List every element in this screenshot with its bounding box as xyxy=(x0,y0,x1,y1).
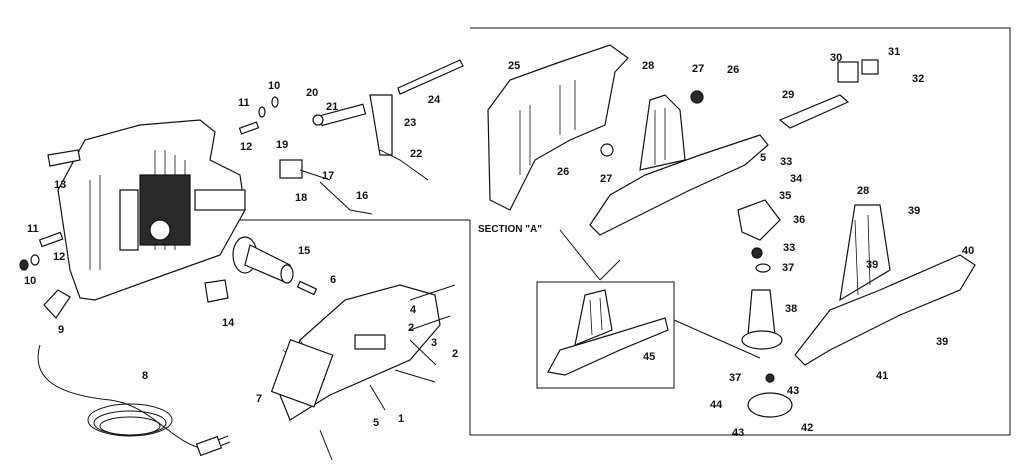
handle-screws xyxy=(319,284,456,461)
callout-39: 39 xyxy=(908,205,920,217)
callout-21: 21 xyxy=(326,101,338,113)
callout-19: 19 xyxy=(276,139,288,151)
callout-37: 37 xyxy=(782,262,794,274)
callout-3: 3 xyxy=(431,337,437,349)
inset-45 xyxy=(536,281,675,389)
handle-half xyxy=(270,284,441,421)
callout-37: 37 xyxy=(729,372,741,384)
callout-15: 15 xyxy=(298,245,310,257)
callout-16: 16 xyxy=(356,190,368,202)
callout-8: 8 xyxy=(142,370,148,382)
strain-relief xyxy=(43,289,71,319)
callout-20: 20 xyxy=(306,87,318,99)
callout-2: 2 xyxy=(452,348,458,360)
callout-2: 2 xyxy=(408,322,414,334)
callout-38: 38 xyxy=(785,303,797,315)
bracket-36 xyxy=(737,199,781,273)
callout-43: 43 xyxy=(787,385,799,397)
callout-26: 26 xyxy=(557,166,569,178)
housing-half-25 xyxy=(487,44,629,211)
callout-41: 41 xyxy=(876,370,888,382)
switch-bracket-assembly xyxy=(279,59,464,215)
small-parts-27 xyxy=(600,90,704,157)
callout-17: 17 xyxy=(322,170,334,182)
callout-1: 1 xyxy=(398,413,404,425)
callout-18: 18 xyxy=(295,192,307,204)
callout-34: 34 xyxy=(790,173,803,185)
callout-28: 28 xyxy=(857,185,869,197)
callout-10: 10 xyxy=(268,80,280,92)
callout-labels: 1 2 2 3 4 5 5 6 7 8 9 10 10 11 11 12 12 … xyxy=(24,46,974,439)
callout-12: 12 xyxy=(53,251,65,263)
callout-25: 25 xyxy=(508,60,520,72)
housing-28-right xyxy=(794,204,976,366)
callout-9: 9 xyxy=(58,324,64,336)
screw-and-washers-top xyxy=(238,96,279,135)
callout-30: 30 xyxy=(830,52,842,64)
callout-36: 36 xyxy=(793,214,805,226)
callout-33: 33 xyxy=(780,156,792,168)
callout-32: 32 xyxy=(912,73,924,85)
callout-22: 22 xyxy=(410,148,422,160)
section-a-frame xyxy=(240,27,1011,436)
motor-housing xyxy=(57,119,246,301)
callout-27: 27 xyxy=(600,173,612,185)
nameplate xyxy=(47,149,81,167)
callout-4: 4 xyxy=(410,304,417,316)
callout-10: 10 xyxy=(24,275,36,287)
callout-44: 44 xyxy=(710,399,723,411)
callout-33: 33 xyxy=(783,242,795,254)
callout-6: 6 xyxy=(330,274,336,286)
callout-35: 35 xyxy=(779,190,791,202)
callout-26: 26 xyxy=(727,64,739,76)
callout-5: 5 xyxy=(760,152,766,164)
callout-24: 24 xyxy=(428,94,441,106)
callout-12: 12 xyxy=(240,141,252,153)
callout-31: 31 xyxy=(888,46,900,58)
brush-holder xyxy=(204,279,229,303)
section-a-title: SECTION "A" xyxy=(478,224,542,235)
callout-42: 42 xyxy=(801,422,813,434)
spindle-38 xyxy=(741,289,783,350)
callout-45: 45 xyxy=(643,351,655,363)
callout-5: 5 xyxy=(373,417,379,429)
shaft-and-collar xyxy=(232,236,318,296)
callout-39: 39 xyxy=(866,259,878,271)
callout-28: 28 xyxy=(642,60,654,72)
gear-44 xyxy=(747,373,793,418)
slide-29 xyxy=(778,59,879,129)
callout-11: 11 xyxy=(238,97,250,109)
section-leaders xyxy=(559,229,761,359)
callout-23: 23 xyxy=(404,117,416,129)
callout-43: 43 xyxy=(732,427,744,439)
callout-14: 14 xyxy=(222,317,235,329)
callout-7: 7 xyxy=(256,393,262,405)
left-screw-washers xyxy=(19,231,64,271)
callout-11: 11 xyxy=(27,223,39,235)
power-cord xyxy=(37,344,231,457)
callout-13: 13 xyxy=(54,179,66,191)
callout-40: 40 xyxy=(962,245,974,257)
callout-39: 39 xyxy=(936,336,948,348)
housing-half-28 xyxy=(589,94,769,236)
callout-29: 29 xyxy=(782,89,794,101)
callout-27: 27 xyxy=(692,63,704,75)
